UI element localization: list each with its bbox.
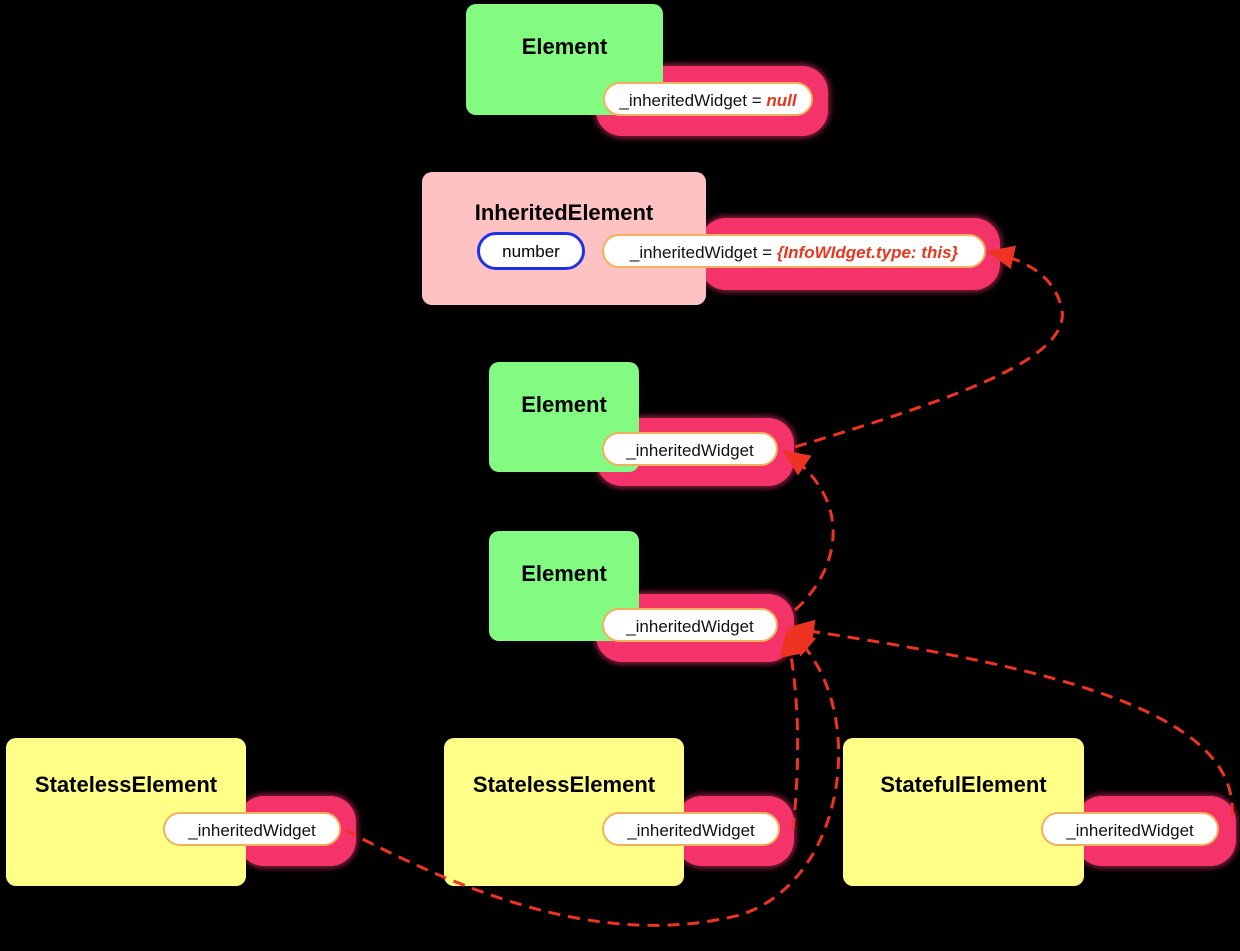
field-label: _inheritedWidget = [629, 243, 777, 262]
arrow-stateful-to-element2 [787, 619, 1234, 816]
element-2-inherited-widget-field: _inheritedWidget [602, 608, 778, 642]
arrow-stateless-left-to-element2 [344, 630, 841, 927]
root-element-title: Element [521, 34, 608, 59]
field-value: {InfoWIdget.type: this} [776, 243, 959, 262]
stateful-right-inherited-widget-field: _inheritedWidget [1041, 812, 1219, 846]
element-1-inherited-widget-field: _inheritedWidget [602, 432, 778, 466]
element-2-title: Element [521, 561, 607, 586]
inherited-element-title: InheritedElement [474, 200, 654, 225]
stateful-right-title: StatefulElement [880, 772, 1047, 797]
arrow-element2-to-element1 [782, 450, 835, 612]
field-value: null [766, 91, 797, 110]
arrow-stateless-mid-to-element2 [779, 629, 804, 831]
element-1-title: Element [521, 392, 607, 417]
field-label: _inheritedWidget = [619, 91, 767, 110]
stateful-right-node: StatefulElement [843, 738, 1084, 886]
stateless-mid-inherited-widget-field: _inheritedWidget [602, 812, 780, 846]
stateless-left-title: StatelessElement [34, 772, 218, 797]
stateless-left-inherited-widget-field: _inheritedWidget [163, 812, 341, 846]
root-element-inherited-widget-field: _inheritedWidget = null [603, 82, 813, 116]
stateless-mid-title: StatelessElement [472, 772, 656, 797]
arrow-element1-to-inherited [794, 245, 1064, 449]
number-pill: number [477, 232, 585, 270]
inherited-element-inherited-widget-field: _inheritedWidget = {InfoWIdget.type: thi… [602, 234, 986, 268]
